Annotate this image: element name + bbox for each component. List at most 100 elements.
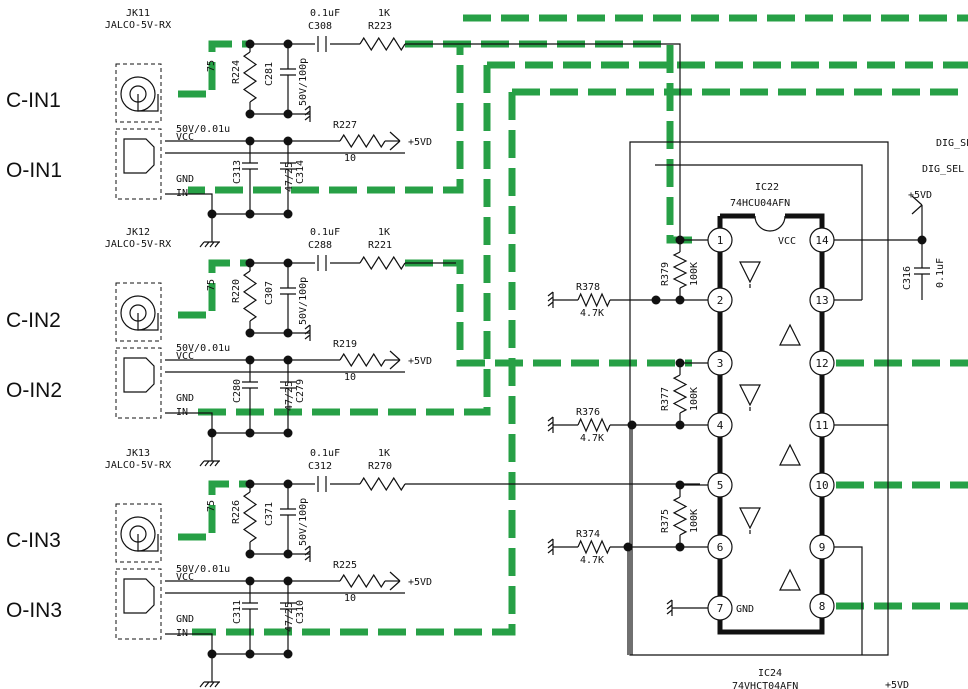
resistor-value: 1K: [378, 227, 390, 238]
pin-number: 12: [815, 357, 828, 370]
highlighted-trace: [178, 259, 250, 319]
pulldown-ref: R374: [576, 529, 600, 540]
cap-value: 0.1uF: [310, 227, 340, 238]
supply-resistor-value: 10: [344, 593, 356, 604]
capacitor-symbol: [280, 508, 296, 516]
jack-part: JALCO-5V-RX: [105, 239, 171, 250]
highlighted-trace: [188, 40, 464, 194]
highlighted-trace: [192, 92, 516, 636]
electrolytic-ref: C310: [295, 600, 306, 624]
inverter-gate: [779, 568, 801, 591]
pin-number: 4: [717, 419, 724, 432]
optical-gnd-label: GND: [176, 614, 194, 625]
pin-number: 13: [815, 294, 828, 307]
circuit-wiring: [115, 36, 930, 688]
cap-ref: C312: [308, 461, 332, 472]
inverter-gate: [779, 323, 801, 346]
termination-ref: R220: [231, 279, 242, 303]
optical-jack-body: [123, 357, 155, 393]
electrolytic-ref: C279: [295, 379, 306, 403]
supply-resistor-value: 10: [344, 153, 356, 164]
ground-symbol: [199, 455, 220, 467]
decoupling-ref: C313: [232, 160, 243, 184]
ic22-vcc-label: VCC: [778, 236, 796, 247]
optical-in-label: IN: [176, 188, 188, 199]
resistor-value: 1K: [378, 8, 390, 19]
bias-ref: R377: [660, 387, 671, 411]
capacitor-symbol: [242, 602, 258, 610]
junction-dot: [245, 209, 255, 219]
capacitor-symbol: [280, 68, 296, 76]
vcc-wire: [834, 205, 923, 241]
termination-value: 75: [206, 500, 217, 512]
termination-ref: R224: [231, 60, 242, 84]
junction-dot: [675, 358, 685, 368]
ic22-part: 74HCU04AFN: [730, 198, 790, 209]
junction-dot: [245, 109, 255, 119]
supply-resistor-ref: R225: [333, 560, 357, 571]
coax-jack-wire: [137, 313, 159, 331]
power-label: +5VD: [885, 680, 909, 689]
cap-value: 50V/100p: [298, 498, 309, 546]
coax-jack-outline: [115, 63, 162, 123]
optical-gnd-label: GND: [176, 393, 194, 404]
pulldown-resistor: [577, 292, 611, 308]
optical-in-label: IN: [176, 407, 188, 418]
resistor-ref: R223: [368, 21, 392, 32]
highlighted-trace: [178, 480, 250, 541]
termination-value: 75: [206, 60, 217, 72]
electrolytic-value: 47/25: [284, 602, 295, 632]
input-label: C-IN2: [6, 309, 61, 332]
pin-number: 5: [717, 479, 724, 492]
cap-value: 0.1uF: [310, 8, 340, 19]
optical-jack-wire: [165, 152, 405, 211]
series-resistor: [359, 255, 406, 271]
termination-wire: [249, 44, 310, 115]
series-resistor: [359, 36, 406, 52]
supply-resistor: [339, 133, 386, 149]
junction-dot: [675, 480, 685, 490]
capacitor-symbol: [242, 162, 258, 170]
cap-ref: C307: [264, 281, 275, 305]
resistor-ref: R270: [368, 461, 392, 472]
junction-dot: [283, 549, 293, 559]
ic-pin: [809, 472, 835, 498]
ic24-ref: IC24: [758, 668, 782, 679]
pin-number: 6: [717, 541, 724, 554]
resistor-value: 1K: [378, 448, 390, 459]
inverter-gate: [739, 507, 761, 534]
decoupling-wire: [212, 360, 289, 434]
bias-ref: R379: [660, 262, 671, 286]
pin-number: 10: [815, 479, 828, 492]
signal-wire: [405, 43, 681, 240]
power-arrow: [389, 350, 401, 370]
resistor-ref: R221: [368, 240, 392, 251]
ground-symbol: [547, 538, 554, 555]
highlighted-trace: [198, 65, 491, 416]
supply-resistor-value: 10: [344, 372, 356, 383]
junction-dot: [283, 649, 293, 659]
junction-dot: [245, 549, 255, 559]
power-label: +5VD: [408, 577, 432, 588]
ground-symbol: [547, 291, 554, 308]
cap-value: 0.1uF: [310, 448, 340, 459]
series-resistor: [359, 476, 406, 492]
pin-number: 1: [717, 234, 724, 247]
capacitor-symbol: [317, 255, 327, 271]
optical-jack-outline: [115, 347, 162, 419]
inverter-gate: [739, 261, 761, 288]
junction-dot: [245, 328, 255, 338]
ic-pin: [809, 593, 835, 619]
supply-resistor-ref: R227: [333, 120, 357, 131]
input-label: O-IN1: [6, 159, 62, 182]
electrolytic-value: 47/25: [284, 381, 295, 411]
pulldown-resistor: [577, 417, 611, 433]
termination-resistor: [242, 270, 258, 322]
input-label: O-IN3: [6, 599, 62, 622]
junction-dot: [283, 428, 293, 438]
bias-resistor: [672, 496, 688, 536]
coax-jack-wire: [137, 94, 159, 112]
supply-resistor: [339, 573, 386, 589]
optical-jack-body: [123, 138, 155, 174]
power-label: +5VD: [408, 137, 432, 148]
